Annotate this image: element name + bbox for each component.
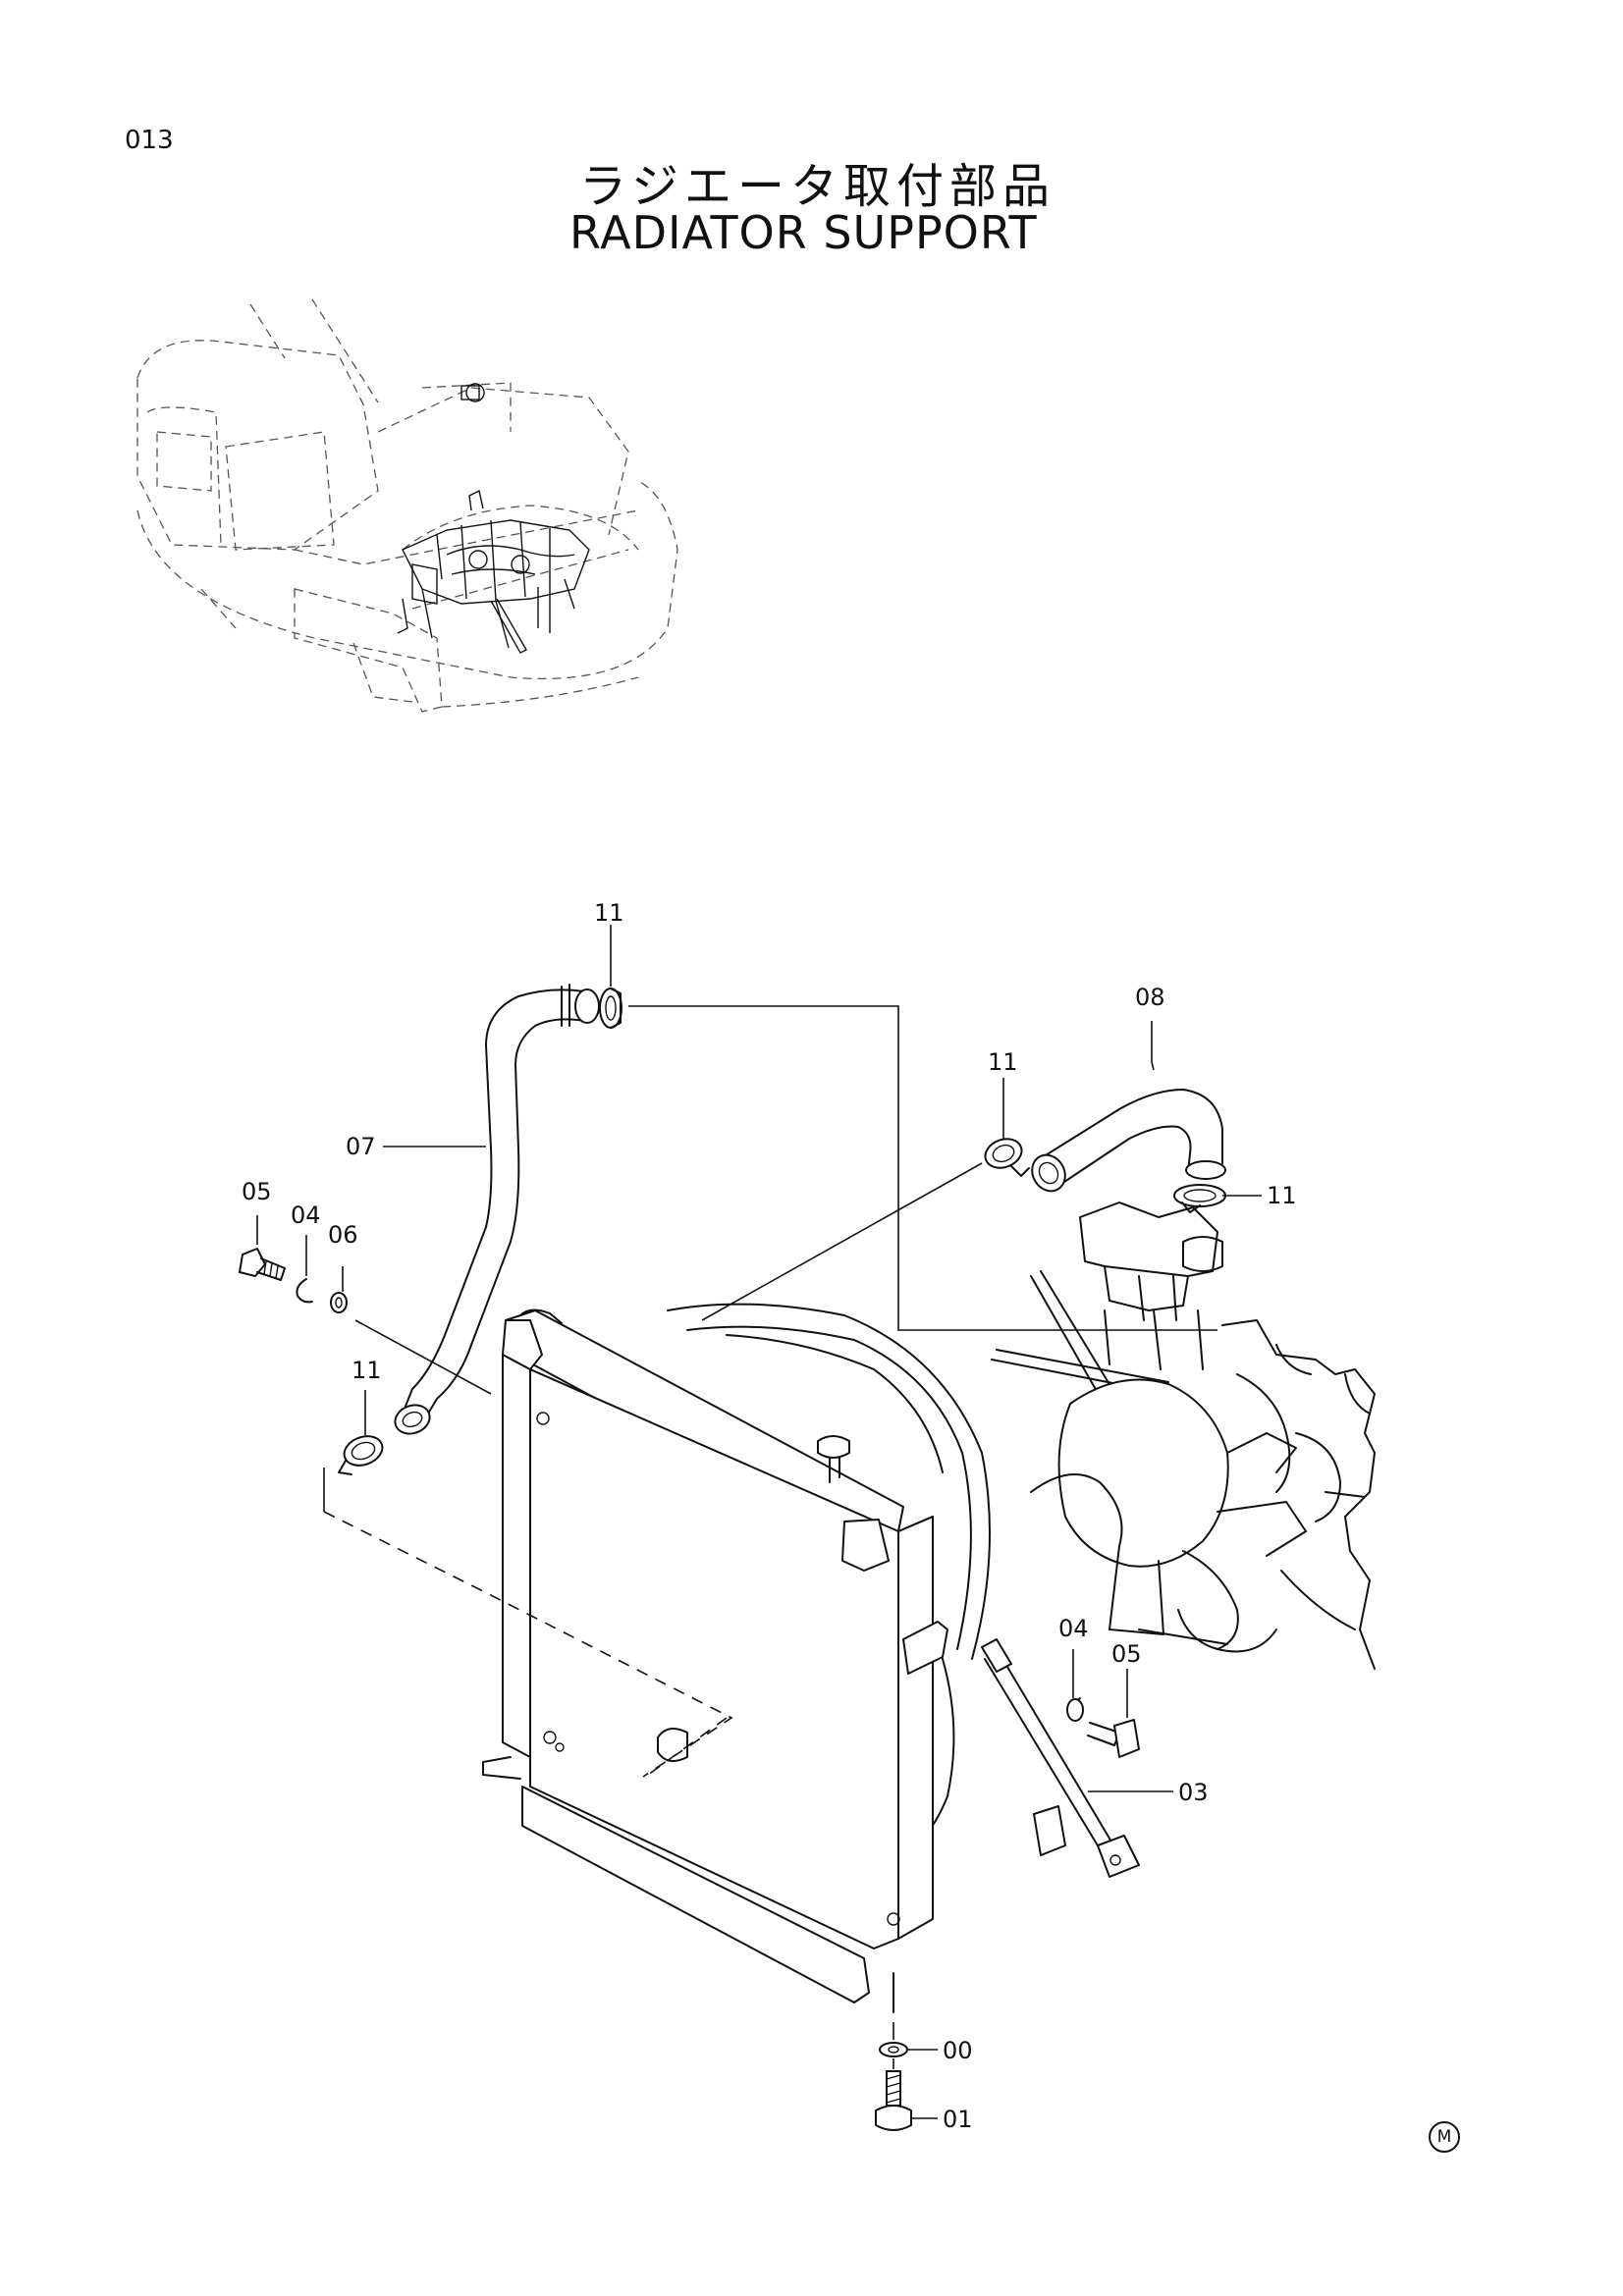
callout-11-right: 11 <box>1267 1182 1297 1209</box>
hose-clamp-top <box>599 988 622 1029</box>
callout-11-top: 11 <box>594 899 624 927</box>
bolt-washer-set-left <box>239 1248 348 1313</box>
bottom-mount-bolt <box>875 2042 912 2131</box>
callout-00: 00 <box>943 2037 973 2064</box>
callout-01: 01 <box>943 2106 973 2133</box>
callout-05-left: 05 <box>242 1178 272 1205</box>
page-number: 013 <box>125 126 174 155</box>
page-title-english: RADIATOR SUPPORT <box>569 206 1038 259</box>
callout-11-middle: 11 <box>988 1048 1018 1076</box>
excavator-locator-illustration <box>136 298 678 713</box>
callout-03: 03 <box>1178 1779 1209 1806</box>
callout-04-right: 04 <box>1058 1615 1089 1642</box>
callout-07: 07 <box>346 1133 376 1160</box>
radiator-stay-rod <box>981 1638 1140 1878</box>
callout-05-right: 05 <box>1111 1640 1142 1668</box>
radiator-core <box>323 1303 991 2013</box>
callout-04-left: 04 <box>291 1201 321 1229</box>
callout-06: 06 <box>328 1221 358 1249</box>
lower-radiator-hose <box>1031 1089 1226 1193</box>
washer-bolt-right <box>1066 1697 1140 1758</box>
callout-08: 08 <box>1135 984 1165 1011</box>
registered-mark-icon: M <box>1429 2121 1460 2153</box>
hose-clamp-middle <box>984 1138 1030 1177</box>
upper-radiator-hose <box>394 984 600 1435</box>
page-title-japanese: ラジエータ取付部品 <box>579 159 1056 214</box>
hose-clamp-right <box>1173 1184 1226 1272</box>
callout-11-left: 11 <box>352 1357 382 1384</box>
engine-fan-assembly <box>991 1201 1376 1670</box>
hose-clamp-left <box>338 1435 384 1475</box>
